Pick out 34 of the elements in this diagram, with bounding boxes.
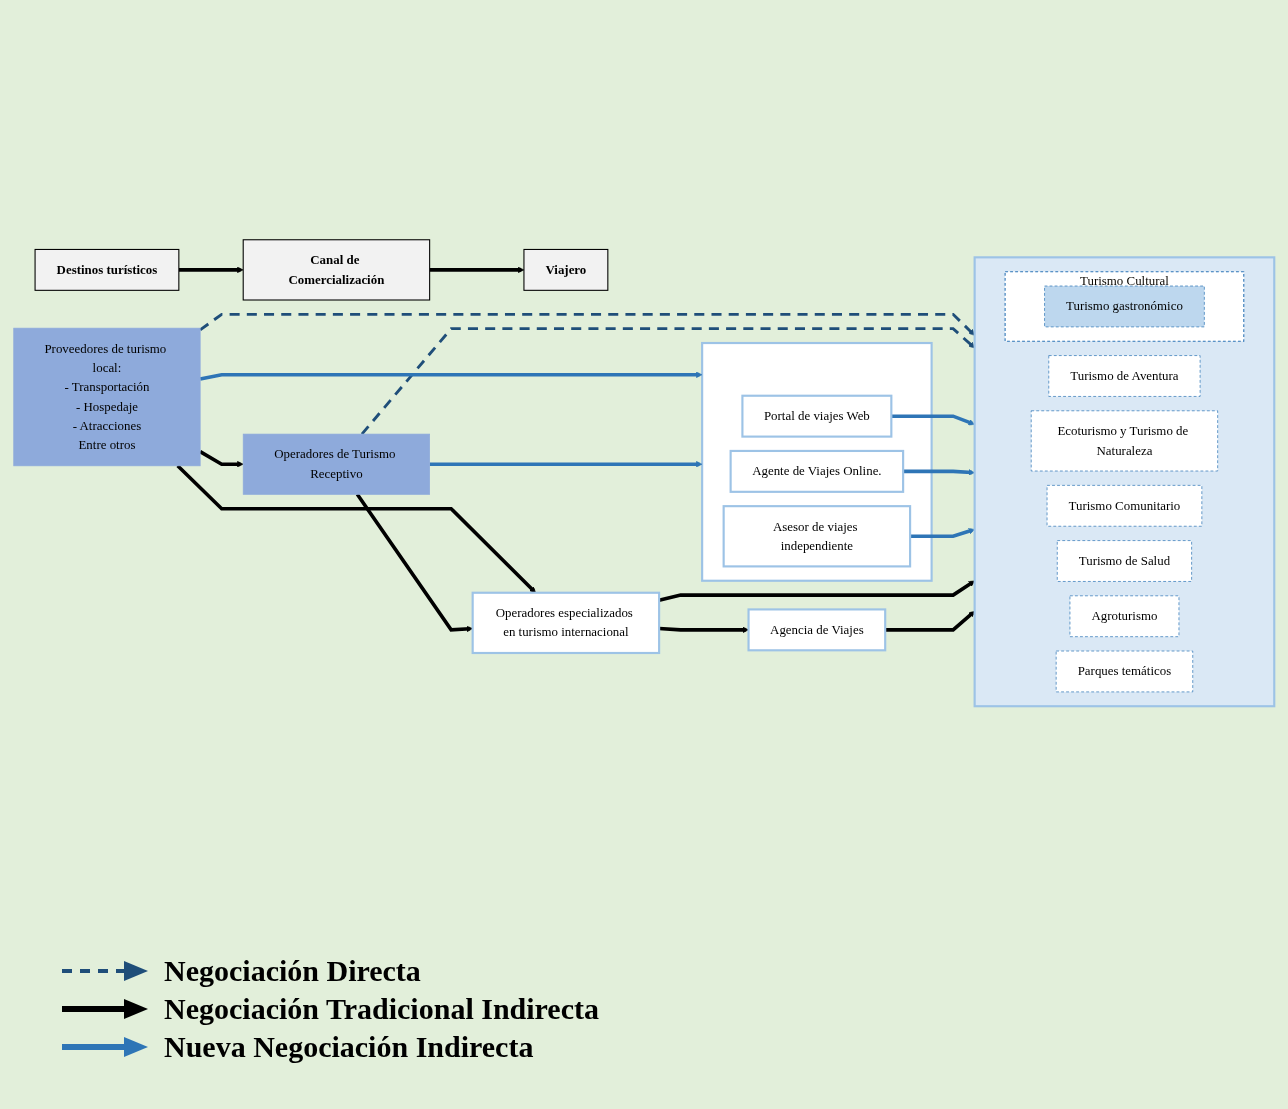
node-box: Viajero: [523, 248, 609, 291]
arrow: [903, 469, 975, 476]
arrow: [885, 611, 975, 632]
cluster: [701, 341, 933, 582]
arrow: [355, 493, 473, 633]
arrow: [910, 528, 975, 539]
legend-text: Negociación Tradicional Indirecta: [164, 992, 599, 1026]
node-box: Turismo de Aventura: [1048, 355, 1201, 397]
node-box: Agroturismo: [1069, 595, 1180, 638]
node-box: Parques temáticos: [1055, 650, 1194, 693]
arrow: [199, 371, 703, 381]
node-box: Operadores especializados en turismo internacional: [471, 591, 661, 655]
node-box: Proveedores de turismo local: - Transportación - Hospedaje - Atracciones Entre otros: [13, 327, 201, 467]
node-box: Canal de Comercialización: [242, 239, 431, 301]
node-box: Agente de Viajes Online.: [729, 449, 905, 493]
legend-text: Nueva Negociación Indirecta: [164, 1030, 534, 1064]
node-box: Ecoturismo y Turismo de Naturaleza: [1030, 410, 1219, 472]
node-box: Operadores de Turismo Receptivo: [242, 433, 430, 495]
arrow: [429, 461, 703, 468]
arrow: [360, 327, 975, 436]
node-box: Turismo gastronómico: [1044, 285, 1205, 328]
cluster: [973, 256, 1276, 708]
arrow: [659, 626, 749, 633]
arrow: [199, 450, 244, 468]
arrow: [891, 414, 975, 426]
arrow: [199, 312, 975, 336]
node-box: Portal de viajes Web: [741, 394, 893, 438]
node-box: Destinos turísticos: [34, 248, 180, 291]
node-box: Turismo Comunitario: [1046, 485, 1203, 527]
node-box: Turismo de Salud: [1056, 540, 1192, 582]
arrow: [178, 266, 244, 274]
legend-text: Negociación Directa: [164, 954, 421, 988]
node-box: Asesor de viajes independiente: [722, 505, 912, 568]
node-box: Agencia de Viajes: [747, 608, 887, 652]
